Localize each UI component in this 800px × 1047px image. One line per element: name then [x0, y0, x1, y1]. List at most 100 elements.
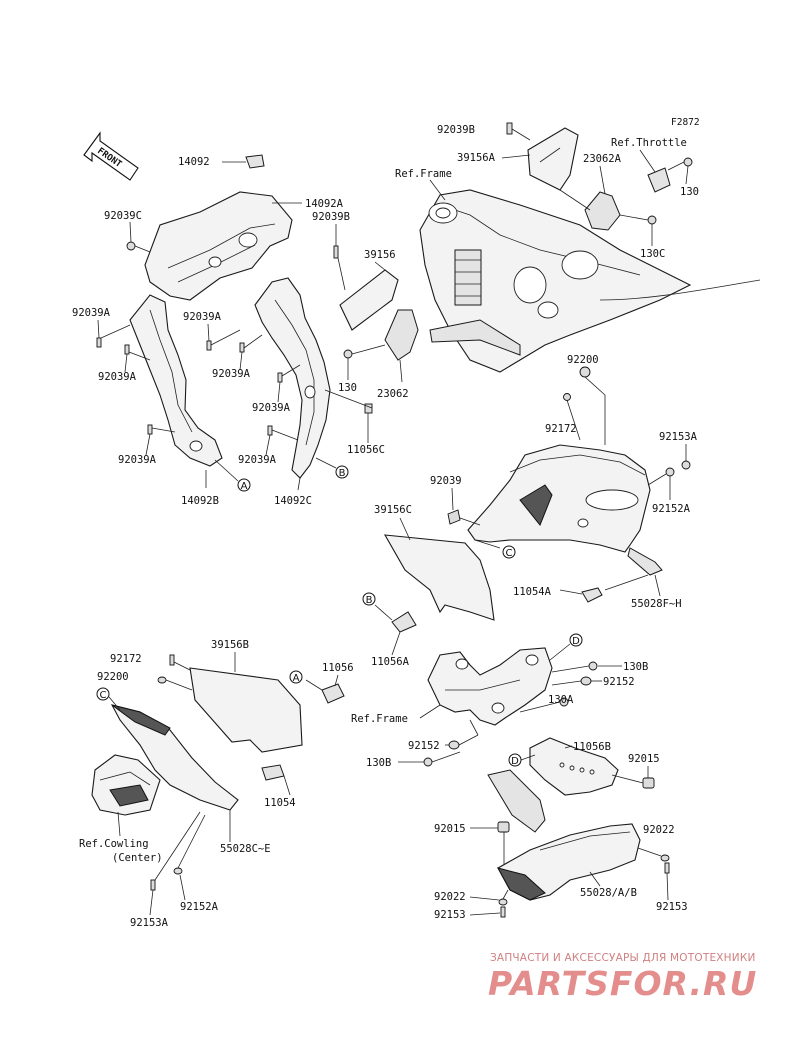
label-14092b: 14092B: [181, 495, 219, 507]
label-92172-left: 92172: [110, 653, 142, 665]
label-39156a: 39156A: [457, 152, 496, 164]
ref-cowling-label-1: Ref.Cowling: [79, 838, 149, 850]
part-23062: [343, 309, 419, 383]
callout-c-upper: C: [502, 545, 516, 559]
watermark-tagline: ЗАПЧАСТИ И АКСЕССУАРЫ ДЛЯ МОТОТЕХНИКИ: [490, 952, 756, 964]
label-55028c-e: 55028C~E: [220, 843, 271, 855]
label-39156: 39156: [364, 249, 396, 261]
svg-text:C: C: [506, 548, 513, 559]
label-23062a: 23062A: [583, 153, 622, 165]
label-92172-right: 92172: [545, 423, 577, 435]
front-arrow-icon: FRONT: [83, 131, 139, 181]
label-92152a-left: 92152A: [180, 901, 219, 913]
ref-cowling-center: [91, 754, 161, 816]
label-55028f-h: 55028F~H: [631, 598, 682, 610]
label-92039a-4: 92039A: [212, 368, 251, 380]
label-92153-left: 92153: [434, 909, 466, 921]
ref-frame-top-label: Ref.Frame: [395, 168, 452, 180]
callout-c-lower: C: [96, 687, 110, 701]
watermark-logo: PARTSFOR.RU: [488, 964, 758, 1003]
callout-a-lower: A: [289, 670, 303, 684]
label-130-left: 130: [338, 382, 357, 394]
label-92200-right: 92200: [567, 354, 599, 366]
ref-throttle-label: Ref.Throttle: [611, 137, 687, 149]
label-92039a-5: 92039A: [252, 402, 291, 414]
label-92152a-right: 92152A: [652, 503, 691, 515]
label-130b-lower: 130B: [366, 757, 391, 769]
part-39156c: [383, 534, 495, 621]
bolts-lower-right: [423, 661, 670, 918]
label-11056a: 11056A: [371, 656, 410, 668]
label-92153a-right: 92153A: [659, 431, 698, 443]
label-92039c: 92039C: [104, 210, 142, 222]
label-130a: 130A: [548, 694, 574, 706]
label-11054a: 11054A: [513, 586, 552, 598]
label-11056c: 11056C: [347, 444, 385, 456]
label-92153a-left: 92153A: [130, 917, 169, 929]
label-39156c: 39156C: [374, 504, 412, 516]
label-14092a: 14092A: [305, 198, 344, 210]
part-11054: [261, 764, 291, 796]
label-11054: 11054: [264, 797, 296, 809]
label-23062: 23062: [377, 388, 409, 400]
label-92039a-6: 92039A: [118, 454, 157, 466]
label-92039a-7: 92039A: [238, 454, 277, 466]
frame-top: [419, 189, 761, 373]
label-92015-right: 92015: [628, 753, 660, 765]
label-130-right: 130: [680, 186, 699, 198]
label-92022-right: 92022: [643, 824, 675, 836]
part-14092b: [129, 294, 223, 488]
frame-mid: [427, 647, 553, 736]
part-39156a: [527, 127, 579, 191]
part-11054a: [559, 574, 649, 603]
label-92152-upper: 92152: [603, 676, 635, 688]
label-130b-upper: 130B: [623, 661, 648, 673]
label-92015-left: 92015: [434, 823, 466, 835]
callout-b-lower: B: [362, 592, 376, 606]
label-14092c: 14092C: [274, 495, 312, 507]
part-92200-fairing: [447, 366, 691, 576]
label-55028-a-b: 55028/A/B: [580, 887, 637, 899]
label-39156b: 39156B: [211, 639, 249, 651]
label-130c: 130C: [640, 248, 665, 260]
svg-text:B: B: [339, 468, 346, 479]
callout-d-lower: D: [508, 753, 522, 767]
callout-b-upper: B: [335, 465, 349, 479]
callout-d-upper: D: [569, 633, 583, 647]
part-39156b: [189, 667, 303, 753]
callout-a-upper: A: [237, 478, 251, 492]
part-11056a: [374, 604, 417, 633]
label-92153-right: 92153: [656, 901, 688, 913]
label-92022-left: 92022: [434, 891, 466, 903]
part-39156: [337, 257, 399, 331]
label-92039: 92039: [430, 475, 462, 487]
svg-text:D: D: [511, 756, 519, 767]
part-14092a: [144, 191, 302, 301]
label-92039b-top: 92039B: [437, 124, 475, 136]
label-11056: 11056: [322, 662, 354, 674]
svg-text:B: B: [366, 595, 373, 606]
label-92152-lower: 92152: [408, 740, 440, 752]
part-14092: [222, 154, 265, 169]
label-92039b-left: 92039B: [312, 211, 350, 223]
ref-cowling-label-2: (Center): [112, 852, 163, 864]
svg-text:C: C: [100, 690, 107, 701]
part-14092c: [254, 277, 331, 491]
figure-id: F2872: [671, 117, 700, 128]
part-11056: [305, 679, 345, 704]
svg-text:A: A: [293, 673, 300, 684]
bolts-upper-left: [96, 241, 373, 441]
part-11056b: [487, 737, 619, 833]
svg-text:D: D: [572, 636, 580, 647]
label-92039a-3: 92039A: [98, 371, 137, 383]
label-14092: 14092: [178, 156, 210, 168]
ref-frame-mid-label: Ref.Frame: [351, 713, 408, 725]
label-11056b: 11056B: [573, 741, 611, 753]
part-55028-a-b: [497, 823, 641, 901]
label-92039a-2: 92039A: [183, 311, 222, 323]
svg-text:A: A: [241, 481, 248, 492]
label-92039a-1: 92039A: [72, 307, 111, 319]
bolts-lower-left: [150, 654, 231, 891]
label-92200-left: 92200: [97, 671, 129, 683]
